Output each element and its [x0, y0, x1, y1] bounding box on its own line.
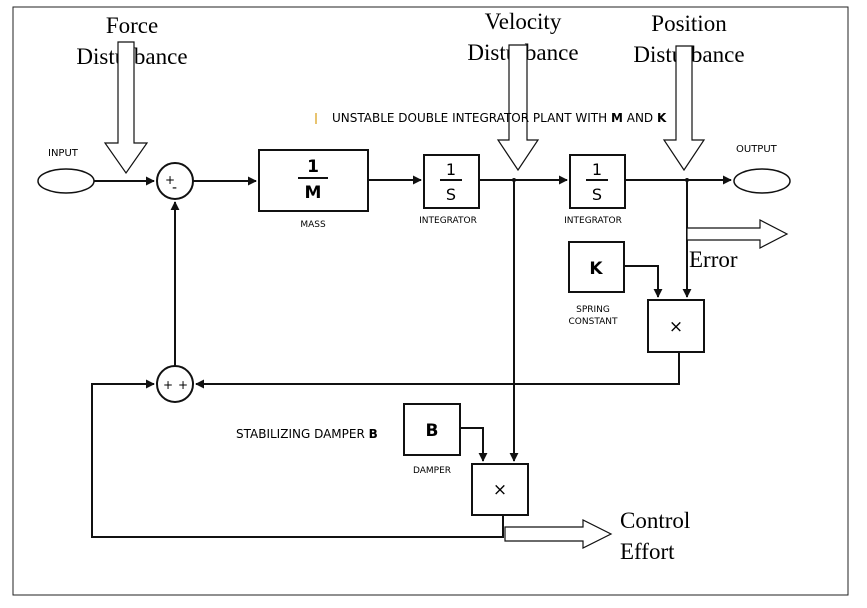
force-disturbance-line1: Force — [106, 13, 158, 38]
integrator1-label: INTEGRATOR — [419, 216, 477, 226]
integrator2-label: INTEGRATOR — [564, 216, 622, 226]
damper-symbol: B — [426, 421, 439, 441]
damper-multiplier-block — [471, 463, 529, 516]
spring-multiplier-block — [647, 299, 705, 353]
spring-label-line1: SPRING — [576, 305, 610, 315]
input-label: INPUT — [48, 148, 79, 159]
integrator1-block — [423, 154, 480, 209]
integrator1-denominator: S — [446, 185, 456, 204]
velocity-disturbance-line1: Velocity — [485, 9, 562, 34]
control-effort-arrow — [504, 519, 613, 549]
diagram-frame — [12, 6, 849, 596]
spring-multiply-symbol: × — [669, 317, 683, 337]
mass-numerator: 1 — [307, 157, 319, 177]
position-disturbance-arrow — [662, 45, 706, 172]
sum-main-plus: + — [165, 173, 175, 187]
sum-feedback-plus-left: + — [163, 378, 173, 392]
integrator2-block — [569, 154, 626, 209]
spring-constant-block — [568, 241, 625, 293]
sum-feedback-plus-right: + — [178, 378, 188, 392]
error-label: Error — [689, 247, 738, 272]
damper-title: STABILIZING DAMPER B — [236, 427, 378, 441]
damper-multiply-symbol: × — [493, 480, 507, 500]
damper-label: DAMPER — [413, 466, 451, 476]
error-arrow — [686, 219, 789, 249]
spring-label-line2: CONSTANT — [569, 317, 619, 327]
sum-main-minus: - — [172, 180, 177, 196]
wire-damper-to-multiplier — [460, 427, 488, 462]
control-effort-line2: Effort — [620, 539, 675, 564]
wire-spring-to-multiplier — [624, 265, 663, 298]
input-terminal — [37, 168, 95, 194]
wire-spring-feedback — [195, 352, 680, 389]
velocity-disturbance-arrow — [496, 44, 540, 172]
output-terminal — [733, 168, 791, 194]
plant-title: UNSTABLE DOUBLE INTEGRATOR PLANT WITH M … — [332, 111, 667, 125]
spring-symbol: K — [589, 259, 603, 279]
mass-label: MASS — [300, 220, 326, 230]
mass-denominator: M — [305, 183, 322, 203]
position-disturbance-line1: Position — [651, 11, 727, 36]
integrator2-numerator: 1 — [592, 160, 602, 179]
control-effort-line1: Control — [620, 508, 690, 533]
integrator1-numerator: 1 — [446, 160, 456, 179]
damper-block — [403, 403, 461, 456]
wire-damper-feedback — [91, 379, 504, 538]
force-disturbance-arrow — [103, 41, 149, 175]
output-label: OUTPUT — [736, 144, 778, 155]
integrator2-denominator: S — [592, 185, 602, 204]
